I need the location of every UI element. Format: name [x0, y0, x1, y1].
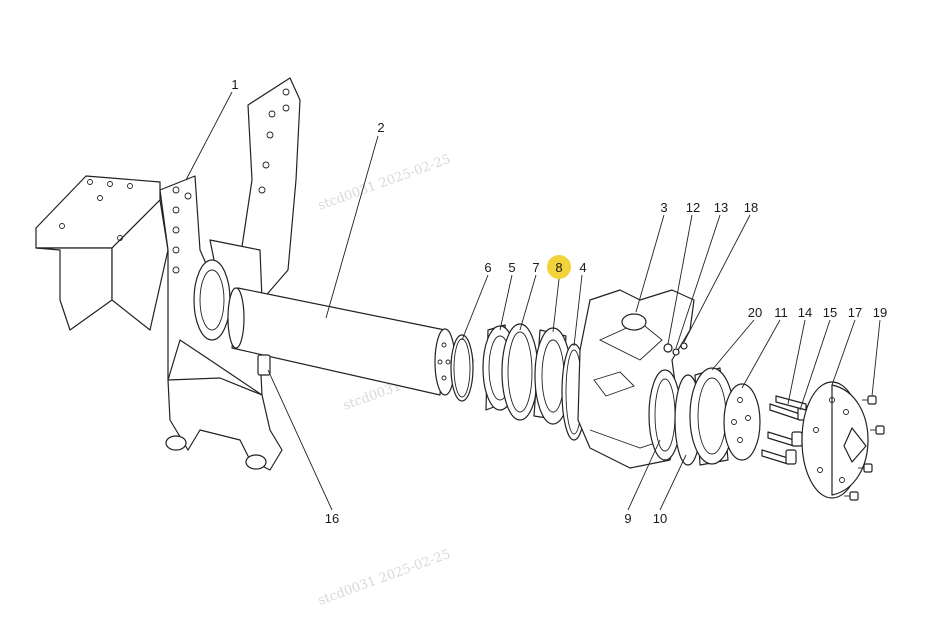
callout-3: 3 [660, 200, 667, 215]
frame-bracket [35, 77, 301, 471]
callout-1: 1 [231, 77, 238, 92]
callout-10: 10 [653, 511, 667, 526]
callout-6: 6 [484, 260, 491, 275]
cap-bolts [761, 395, 809, 465]
hub-disc [689, 367, 735, 466]
callout-2: 2 [377, 120, 384, 135]
callout-9: 9 [624, 511, 631, 526]
callout-highlight [547, 255, 571, 279]
callout-13: 13 [714, 200, 728, 215]
watermark: stcd0031 2025-02-25 [316, 152, 452, 214]
shaft [227, 287, 456, 396]
callout-18: 18 [744, 200, 758, 215]
callout-16: 16 [325, 511, 339, 526]
callout-20: 20 [748, 305, 762, 320]
callout-15: 15 [823, 305, 837, 320]
callout-11: 11 [774, 305, 788, 320]
callout-17: 17 [848, 305, 862, 320]
end-cover [801, 381, 869, 499]
pin [257, 354, 271, 376]
seal-ring [501, 323, 539, 421]
callout-labels: 1 2 3 4 5 6 7 8 9 10 11 12 13 14 15 16 1… [231, 77, 887, 526]
shim-plate [723, 383, 761, 461]
watermark: stcd0031 2025-02-25 [316, 547, 452, 609]
callout-8: 8 [555, 260, 562, 275]
callout-12: 12 [686, 200, 700, 215]
callout-19: 19 [873, 305, 887, 320]
o-ring [450, 334, 474, 402]
callout-5: 5 [508, 260, 515, 275]
callout-7: 7 [532, 260, 539, 275]
callout-4: 4 [579, 260, 586, 275]
leader-lines [185, 91, 881, 511]
callout-14: 14 [798, 305, 812, 320]
cover-screws [844, 395, 885, 501]
